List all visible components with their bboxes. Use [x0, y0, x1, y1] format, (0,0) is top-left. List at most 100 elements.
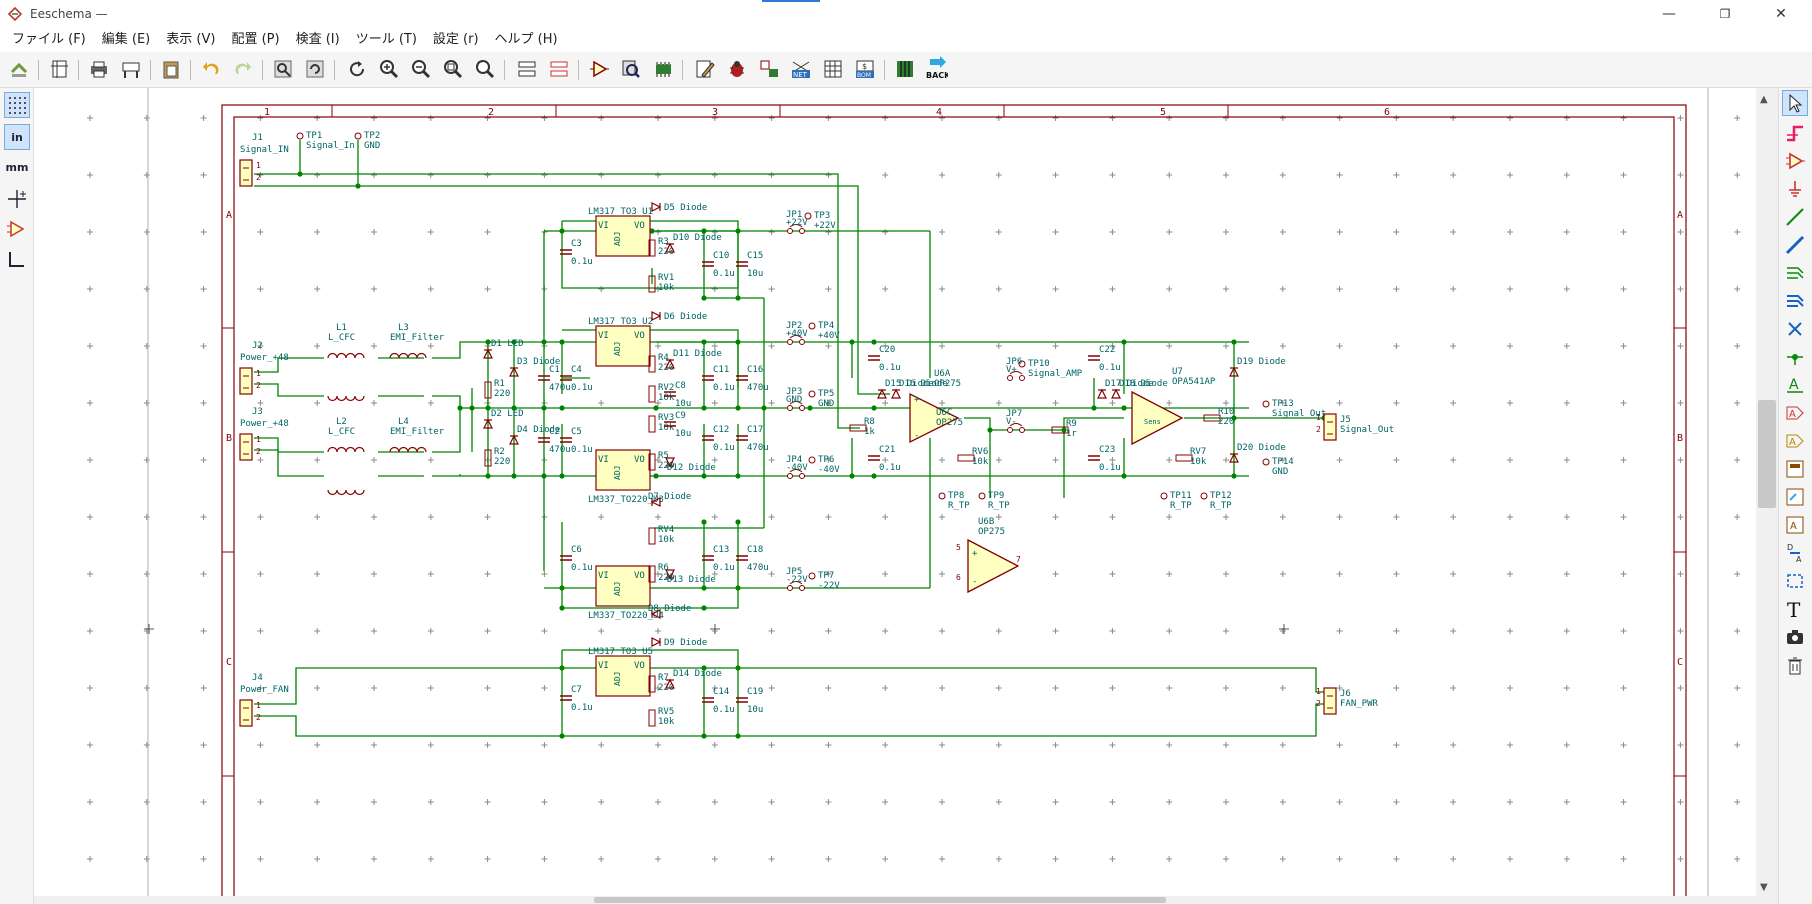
add-bus-icon[interactable]: [1782, 232, 1808, 258]
print-icon[interactable]: [86, 56, 112, 82]
grid-cross: [711, 343, 718, 349]
graphic-rect-icon[interactable]: [1782, 568, 1808, 594]
grid-cross: [825, 571, 832, 577]
find-replace-icon[interactable]: [302, 56, 328, 82]
scroll-up-icon[interactable]: ▲: [1760, 94, 1768, 105]
plot-icon[interactable]: [118, 56, 144, 82]
menu-file[interactable]: ファイル (F): [12, 32, 86, 47]
save-icon[interactable]: [6, 56, 32, 82]
paste-icon[interactable]: [158, 56, 184, 82]
find-icon[interactable]: [270, 56, 296, 82]
vertical-scroll-thumb[interactable]: [1758, 400, 1776, 508]
grid-cross: [882, 685, 889, 691]
wire-orthogonal-icon[interactable]: [4, 246, 30, 272]
grid-cross: [1450, 286, 1457, 292]
highlight-net-icon[interactable]: [1782, 120, 1808, 146]
grid-cross: [711, 229, 718, 235]
symbol-browser-icon[interactable]: [618, 56, 644, 82]
add-symbol-icon[interactable]: [1782, 148, 1808, 174]
grid-cross: [1166, 115, 1173, 121]
hidden-pins-icon[interactable]: [4, 216, 30, 242]
junction-dot: [511, 405, 517, 411]
grid-cross: [87, 742, 93, 748]
grid-cross: [484, 229, 491, 235]
zoom-in-icon[interactable]: [376, 56, 402, 82]
opamp-u6c: U6C OP275: [936, 408, 963, 428]
erc-icon[interactable]: [724, 56, 750, 82]
schematic-label: 0.1u: [879, 463, 901, 473]
redo-icon[interactable]: [230, 56, 256, 82]
net-label-icon[interactable]: A: [1782, 372, 1808, 398]
junction-dot: [701, 228, 707, 234]
close-button[interactable]: ✕: [1775, 6, 1787, 22]
undo-icon[interactable]: [198, 56, 224, 82]
grid-cross: [1734, 286, 1741, 292]
fields-editor-icon[interactable]: [820, 56, 846, 82]
grid-cross: [768, 115, 775, 121]
menu-tools[interactable]: ツール (T): [355, 32, 417, 47]
scroll-down-icon[interactable]: ▼: [1760, 882, 1768, 893]
horizontal-scroll-thumb[interactable]: [594, 897, 1166, 903]
bus-entry-icon[interactable]: [1782, 288, 1808, 314]
restore-button[interactable]: ❐: [1719, 7, 1731, 21]
assign-footprint-icon[interactable]: [756, 56, 782, 82]
add-text-icon[interactable]: T: [1782, 596, 1808, 622]
bom-icon[interactable]: $BOM: [852, 56, 878, 82]
add-image-icon[interactable]: [1782, 624, 1808, 650]
sheet-pin-icon[interactable]: A: [1782, 512, 1808, 538]
symbol-editor-icon[interactable]: [586, 56, 612, 82]
add-power-icon[interactable]: [1782, 176, 1808, 202]
pcbnew-icon[interactable]: [892, 56, 918, 82]
hierarchical-label-icon[interactable]: A: [1782, 428, 1808, 454]
back-annotate-icon[interactable]: BACK: [924, 56, 950, 82]
add-wire-icon[interactable]: [1782, 204, 1808, 230]
menu-edit[interactable]: 編集 (E): [101, 32, 151, 47]
zoom-fit-icon[interactable]: [440, 56, 466, 82]
horizontal-scrollbar[interactable]: [34, 896, 1756, 904]
leave-sheet-icon[interactable]: [546, 56, 572, 82]
netlist-icon[interactable]: NET: [788, 56, 814, 82]
menu-inspect[interactable]: 検査 (I): [295, 32, 340, 47]
grid-cross: [1507, 856, 1513, 862]
menu-help[interactable]: ヘルプ (H): [494, 32, 558, 47]
diode-label: D2 LED: [491, 409, 524, 419]
wire-entry-icon[interactable]: [1782, 260, 1808, 286]
annotate-icon[interactable]: [692, 56, 718, 82]
hierarchical-sheet-icon[interactable]: [1782, 456, 1808, 482]
minimize-button[interactable]: —: [1662, 6, 1676, 22]
refresh-icon[interactable]: [344, 56, 370, 82]
grid-cross: [1052, 115, 1059, 121]
menu-view[interactable]: 表示 (V): [166, 32, 216, 47]
grid-cross: [598, 514, 605, 520]
cursor-shape-icon[interactable]: [4, 186, 30, 212]
menu-place[interactable]: 配置 (P): [231, 32, 280, 47]
grid-toggle-icon[interactable]: [4, 92, 30, 118]
import-sheet-pin-icon[interactable]: [1782, 484, 1808, 510]
schematic-label: L_CFC: [328, 333, 355, 343]
vertical-scrollbar[interactable]: ▲ ▼: [1756, 88, 1778, 904]
junction-icon[interactable]: [1782, 344, 1808, 370]
schematic-label: GND: [786, 395, 802, 405]
schematic-label: VO: [634, 221, 645, 231]
zoom-area-icon[interactable]: [472, 56, 498, 82]
select-tool-icon[interactable]: [1782, 90, 1808, 116]
footprint-editor-icon[interactable]: [650, 56, 676, 82]
units-inches-button[interactable]: in: [4, 124, 30, 150]
grid-cross: [655, 229, 661, 235]
zoom-out-icon[interactable]: [408, 56, 434, 82]
grid-cross: [1563, 343, 1570, 349]
delete-icon[interactable]: [1782, 652, 1808, 678]
menu-preferences[interactable]: 設定 (r): [432, 32, 479, 47]
page-settings-icon[interactable]: [46, 56, 72, 82]
grid-cross: [87, 799, 93, 805]
no-connect-icon[interactable]: [1782, 316, 1808, 342]
junction-dot: [457, 405, 463, 411]
hierarchy-icon[interactable]: [514, 56, 540, 82]
units-mm-button[interactable]: mm: [4, 154, 30, 180]
schematic-label: L3: [398, 323, 409, 333]
global-label-icon[interactable]: A: [1782, 400, 1808, 426]
